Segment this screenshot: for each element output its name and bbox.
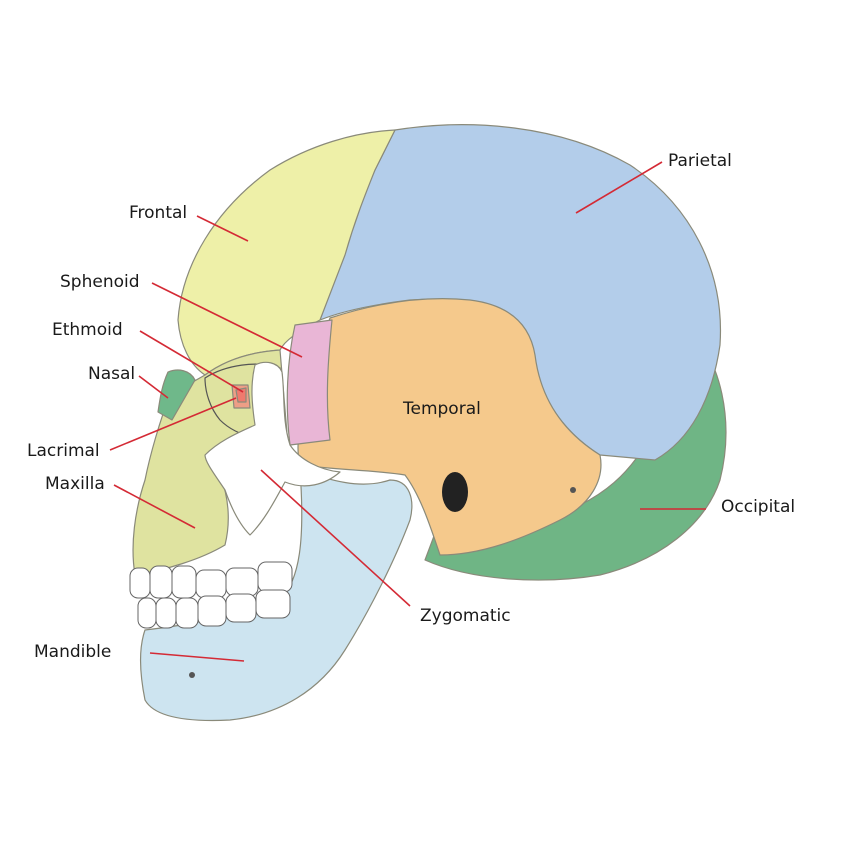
mental-foramen (189, 672, 195, 678)
mandible-leader (149, 652, 245, 662)
label-temporal: Temporal (402, 399, 481, 419)
frontal-leader (196, 215, 249, 242)
maxilla-leader (113, 484, 196, 529)
label-mandible: Mandible (34, 642, 111, 662)
sphenoid-leader (151, 282, 303, 358)
lacrimal-leader (109, 397, 237, 451)
temporal-bone (297, 298, 602, 556)
label-sphenoid: Sphenoid (60, 272, 140, 292)
zygomatic-leader (260, 469, 411, 607)
upper-teeth (129, 561, 293, 599)
zygomatic-bone (204, 361, 341, 536)
ear-canal (442, 472, 468, 512)
label-maxilla: Maxilla (45, 474, 105, 494)
label-ethmoid: Ethmoid (52, 320, 123, 340)
lacrimal-bone (235, 387, 247, 403)
nasal-bone (157, 369, 196, 421)
label-nasal: Nasal (88, 364, 135, 384)
label-parietal: Parietal (668, 151, 732, 171)
label-occipital: Occipital (721, 497, 795, 517)
frontal-bone (177, 129, 396, 376)
occipital-bone (424, 329, 727, 581)
label-frontal: Frontal (129, 203, 187, 223)
parietal-leader (575, 161, 663, 214)
label-zygomatic: Zygomatic (420, 606, 511, 626)
occipital-foramen (570, 487, 576, 493)
nasal-leader (138, 375, 169, 399)
lower-teeth (137, 589, 291, 629)
ethmoid-leader (139, 330, 244, 393)
sphenoid-bone (286, 319, 333, 446)
label-lacrimal: Lacrimal (27, 441, 100, 461)
